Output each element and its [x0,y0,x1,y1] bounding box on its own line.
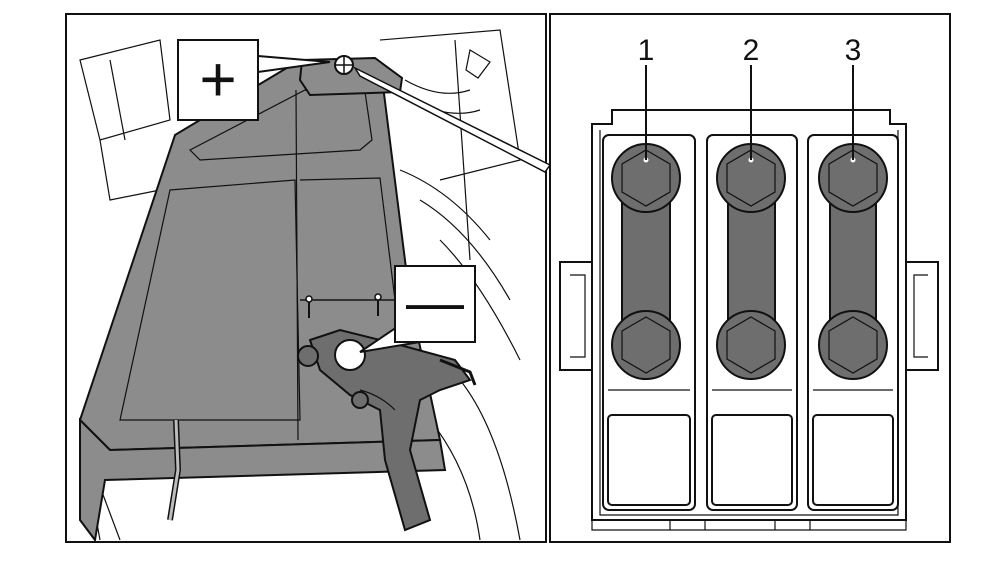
fuse-1-bottom-bolt [611,310,681,380]
fuse-slot [807,134,899,511]
fuse-2-label: 2 [743,34,760,67]
fuse-3-bottom-bolt [818,310,888,380]
fuse-3-label: 3 [845,34,862,67]
fuse-2-bottom-bolt [716,310,786,380]
fuse-box-panel: 1 2 3 [549,13,951,543]
fuse-labels: 1 2 3 [638,34,862,160]
fuse-box-housing [559,109,939,531]
battery-panel: + — [65,13,552,543]
fuse-slot [706,134,798,511]
negative-callout: — [359,265,476,353]
fuse-1-label: 1 [638,34,655,67]
fuse-slot [602,134,696,511]
positive-callout-leader [352,66,552,173]
fuse-box-panel-frame [549,13,951,543]
negative-terminal-post [334,339,366,371]
positive-label: + [199,43,236,115]
negative-label: — [406,270,464,335]
battery-side [79,417,447,543]
positive-callout: + [177,39,552,173]
negative-label-box [394,265,476,343]
negative-cable [297,328,477,532]
battery-panel-frame [65,13,547,543]
positive-label-box [177,39,259,121]
